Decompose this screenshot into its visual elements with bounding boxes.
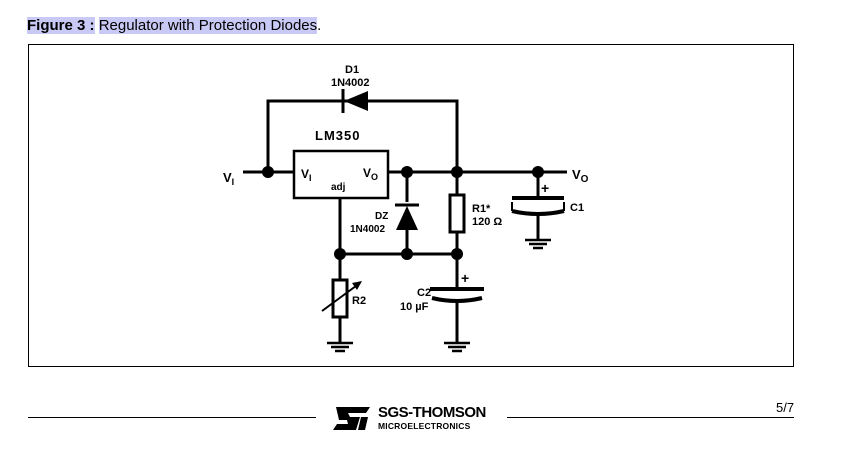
figure-title: Regulator with Protection Diodes [98, 17, 318, 34]
junction-dot [451, 166, 463, 178]
ground-icon [444, 341, 470, 353]
dz-name-label: DZ [375, 211, 388, 222]
junction-dot [401, 248, 413, 260]
figure-caption: Figure 3 : Regulator with Protection Dio… [27, 16, 321, 35]
ground-icon [327, 341, 353, 353]
footer-rule-right [507, 417, 794, 418]
c2-plus-label: + [461, 270, 469, 286]
r1-value-label: 120 Ω [472, 216, 502, 228]
r2-name-label: R2 [352, 295, 366, 307]
input-voltage-label: VI [223, 170, 234, 187]
caption-period: . [317, 17, 322, 34]
c1-name-label: C1 [570, 202, 584, 214]
d1-name-label: D1 [345, 64, 359, 76]
st-logo-icon [333, 407, 370, 430]
c1-plus-label: + [541, 180, 549, 196]
output-voltage-label: VO [572, 167, 589, 185]
r1-resistor-symbol [448, 193, 466, 234]
c2-name-label: C2 [417, 287, 431, 299]
company-logo: SGS-THOMSON MICROELECTRONICS [330, 403, 500, 435]
brand-name: SGS-THOMSON [378, 404, 486, 421]
junction-dot [401, 166, 413, 178]
c1-capacitor-symbol [511, 196, 565, 216]
brand-subtitle: MICROELECTRONICS [378, 421, 471, 431]
footer-rule-left [28, 417, 316, 418]
dz-diode-symbol [395, 203, 419, 230]
d1-diode-symbol [341, 89, 368, 113]
c2-capacitor-symbol [430, 287, 484, 303]
ground-icon [525, 238, 551, 250]
r2-variable-resistor-symbol [321, 278, 362, 319]
pin-adj-label: adj [331, 182, 346, 193]
junction-dot [532, 166, 544, 178]
figure-number: Figure 3 : [27, 17, 95, 34]
c2-value-label: 10 µF [400, 301, 429, 313]
pin-vi-label: VI [301, 167, 312, 183]
junction-dot [451, 248, 463, 260]
d1-part-label: 1N4002 [331, 77, 370, 89]
ic-name-label: LM350 [315, 128, 360, 143]
r1-name-label: R1* [472, 203, 491, 215]
figure-frame [28, 44, 794, 367]
junction-dot [334, 248, 346, 260]
pin-vo-label: VO [363, 166, 378, 182]
junction-dot [262, 166, 274, 178]
dz-part-label: 1N4002 [350, 224, 385, 235]
page-number: 5/7 [776, 400, 795, 415]
d1-loop-wire [266, 99, 459, 172]
